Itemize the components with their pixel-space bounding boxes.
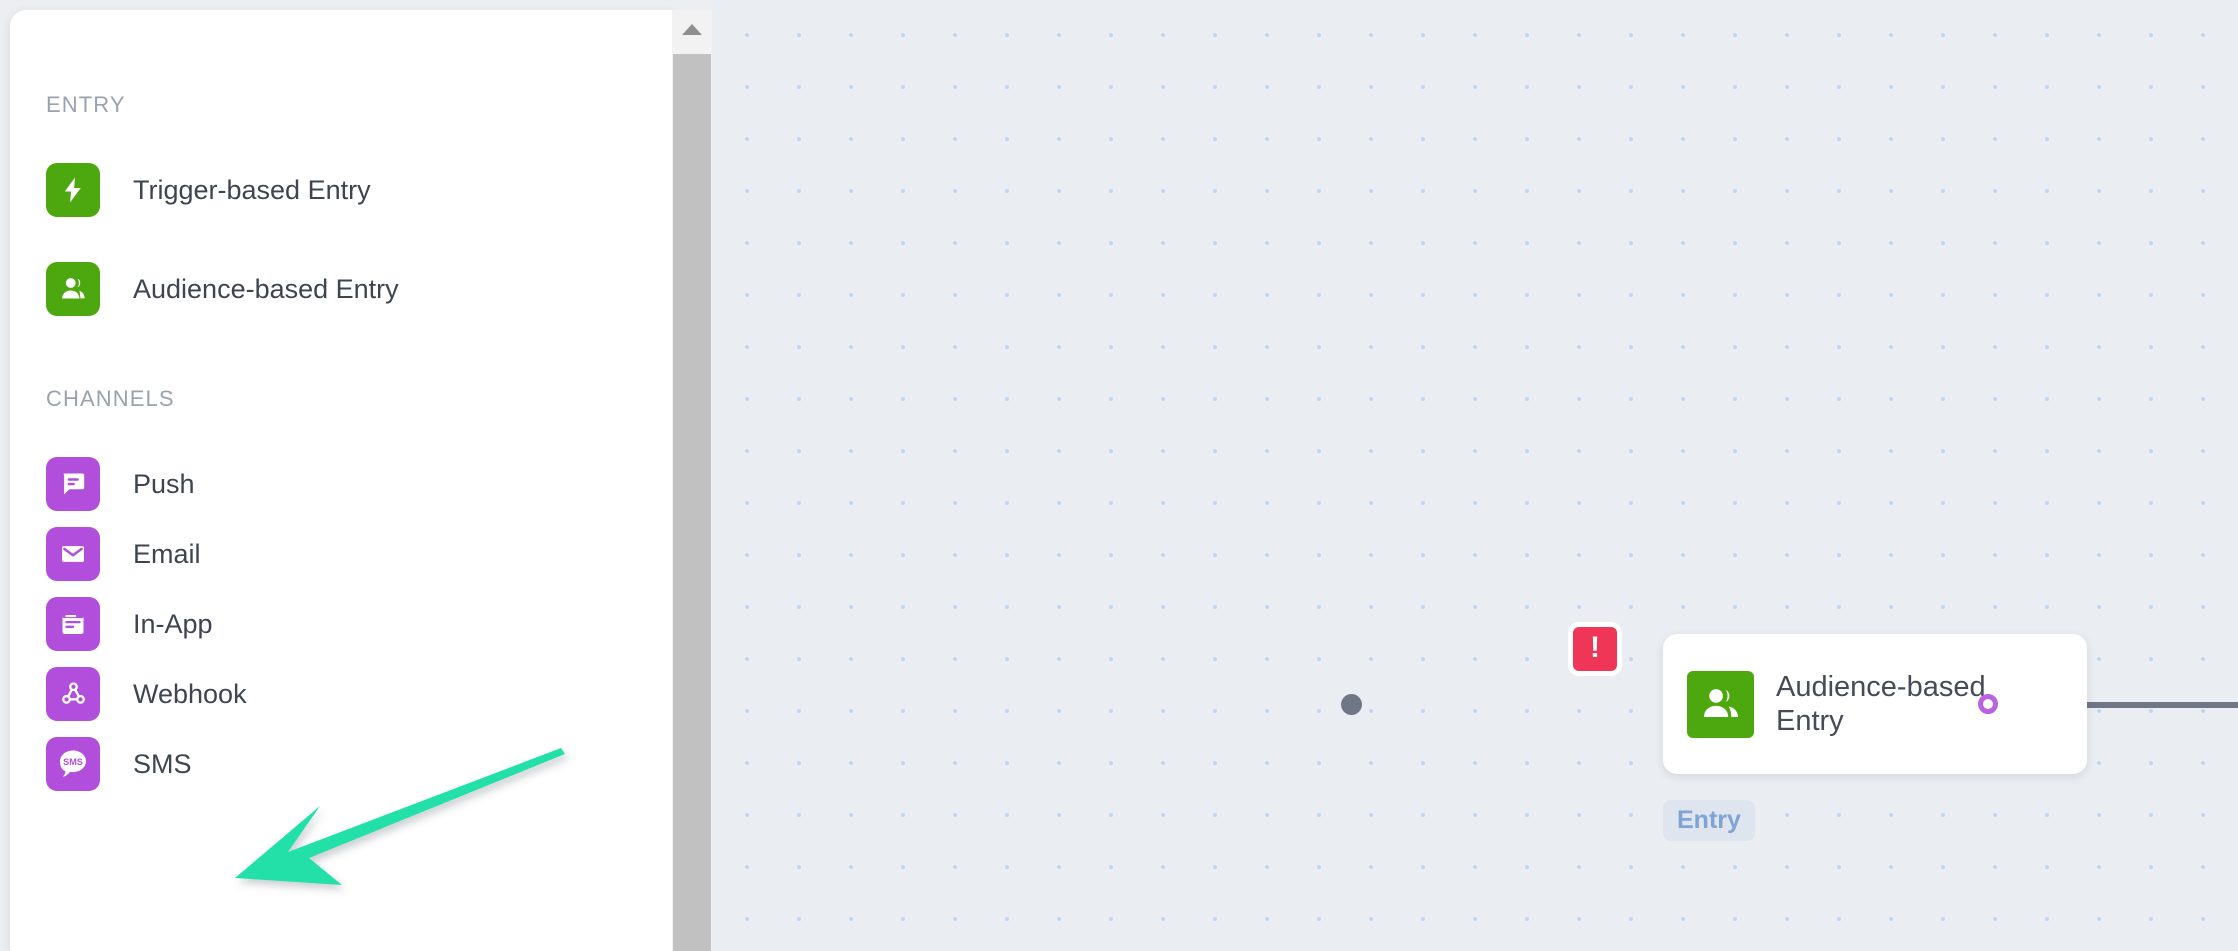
- node-palette-sidebar: ENTRY Trigger-based Entry Audience-based…: [10, 10, 672, 951]
- in-app-window-icon: [46, 597, 100, 651]
- sidebar-item-trigger-based-entry[interactable]: Trigger-based Entry: [46, 160, 371, 220]
- sidebar-scrollbar[interactable]: [672, 10, 712, 951]
- sidebar-item-label: Trigger-based Entry: [133, 174, 371, 205]
- exclamation-icon: !: [1590, 631, 1600, 664]
- output-port-entry[interactable]: [1341, 694, 1362, 715]
- error-badge-sms[interactable]: !: [1568, 622, 1622, 676]
- lightning-bolt-icon: [46, 163, 100, 217]
- scroll-up-button[interactable]: [672, 10, 712, 54]
- sidebar-item-audience-based-entry[interactable]: Audience-based Entry: [46, 259, 399, 319]
- sidebar-item-label: Email: [133, 538, 201, 569]
- edge-layer: [2076, 702, 2238, 708]
- section-title-entry: ENTRY: [46, 92, 126, 117]
- sidebar-item-label: Webhook: [133, 678, 247, 709]
- sidebar-item-in-app[interactable]: In-App: [46, 594, 213, 654]
- sidebar-item-label: In-App: [133, 608, 213, 639]
- sidebar-item-label: Audience-based Entry: [133, 273, 399, 304]
- section-title-channels: CHANNELS: [46, 386, 175, 411]
- sidebar-item-email[interactable]: Email: [46, 524, 201, 584]
- triangle-up-icon: [681, 23, 703, 41]
- sidebar-item-label: SMS: [133, 748, 192, 779]
- svg-text:SMS: SMS: [63, 757, 83, 767]
- flow-node-title: Audience-based Entry: [1776, 670, 1986, 737]
- sidebar-item-push[interactable]: Push: [46, 454, 195, 514]
- sms-bubble-icon: SMS: [46, 737, 100, 791]
- chat-bubble-icon: [46, 457, 100, 511]
- entry-chip-badge: Entry: [1663, 800, 1755, 841]
- scrollbar-thumb[interactable]: [673, 54, 711, 951]
- people-icon: [1687, 670, 1754, 738]
- sidebar-item-webhook[interactable]: Webhook: [46, 664, 247, 724]
- webhook-icon: [46, 667, 100, 721]
- sidebar-item-sms[interactable]: SMS SMS: [46, 734, 192, 794]
- output-port-sms[interactable]: [1978, 694, 1998, 714]
- flow-canvas[interactable]: Audience-based Entry Entry SMS SMS 1: [712, 0, 2238, 951]
- people-icon: [46, 262, 100, 316]
- flow-node-audience-based-entry[interactable]: Audience-based Entry: [1663, 634, 2087, 774]
- sidebar-item-label: Push: [133, 468, 195, 499]
- envelope-icon: [46, 527, 100, 581]
